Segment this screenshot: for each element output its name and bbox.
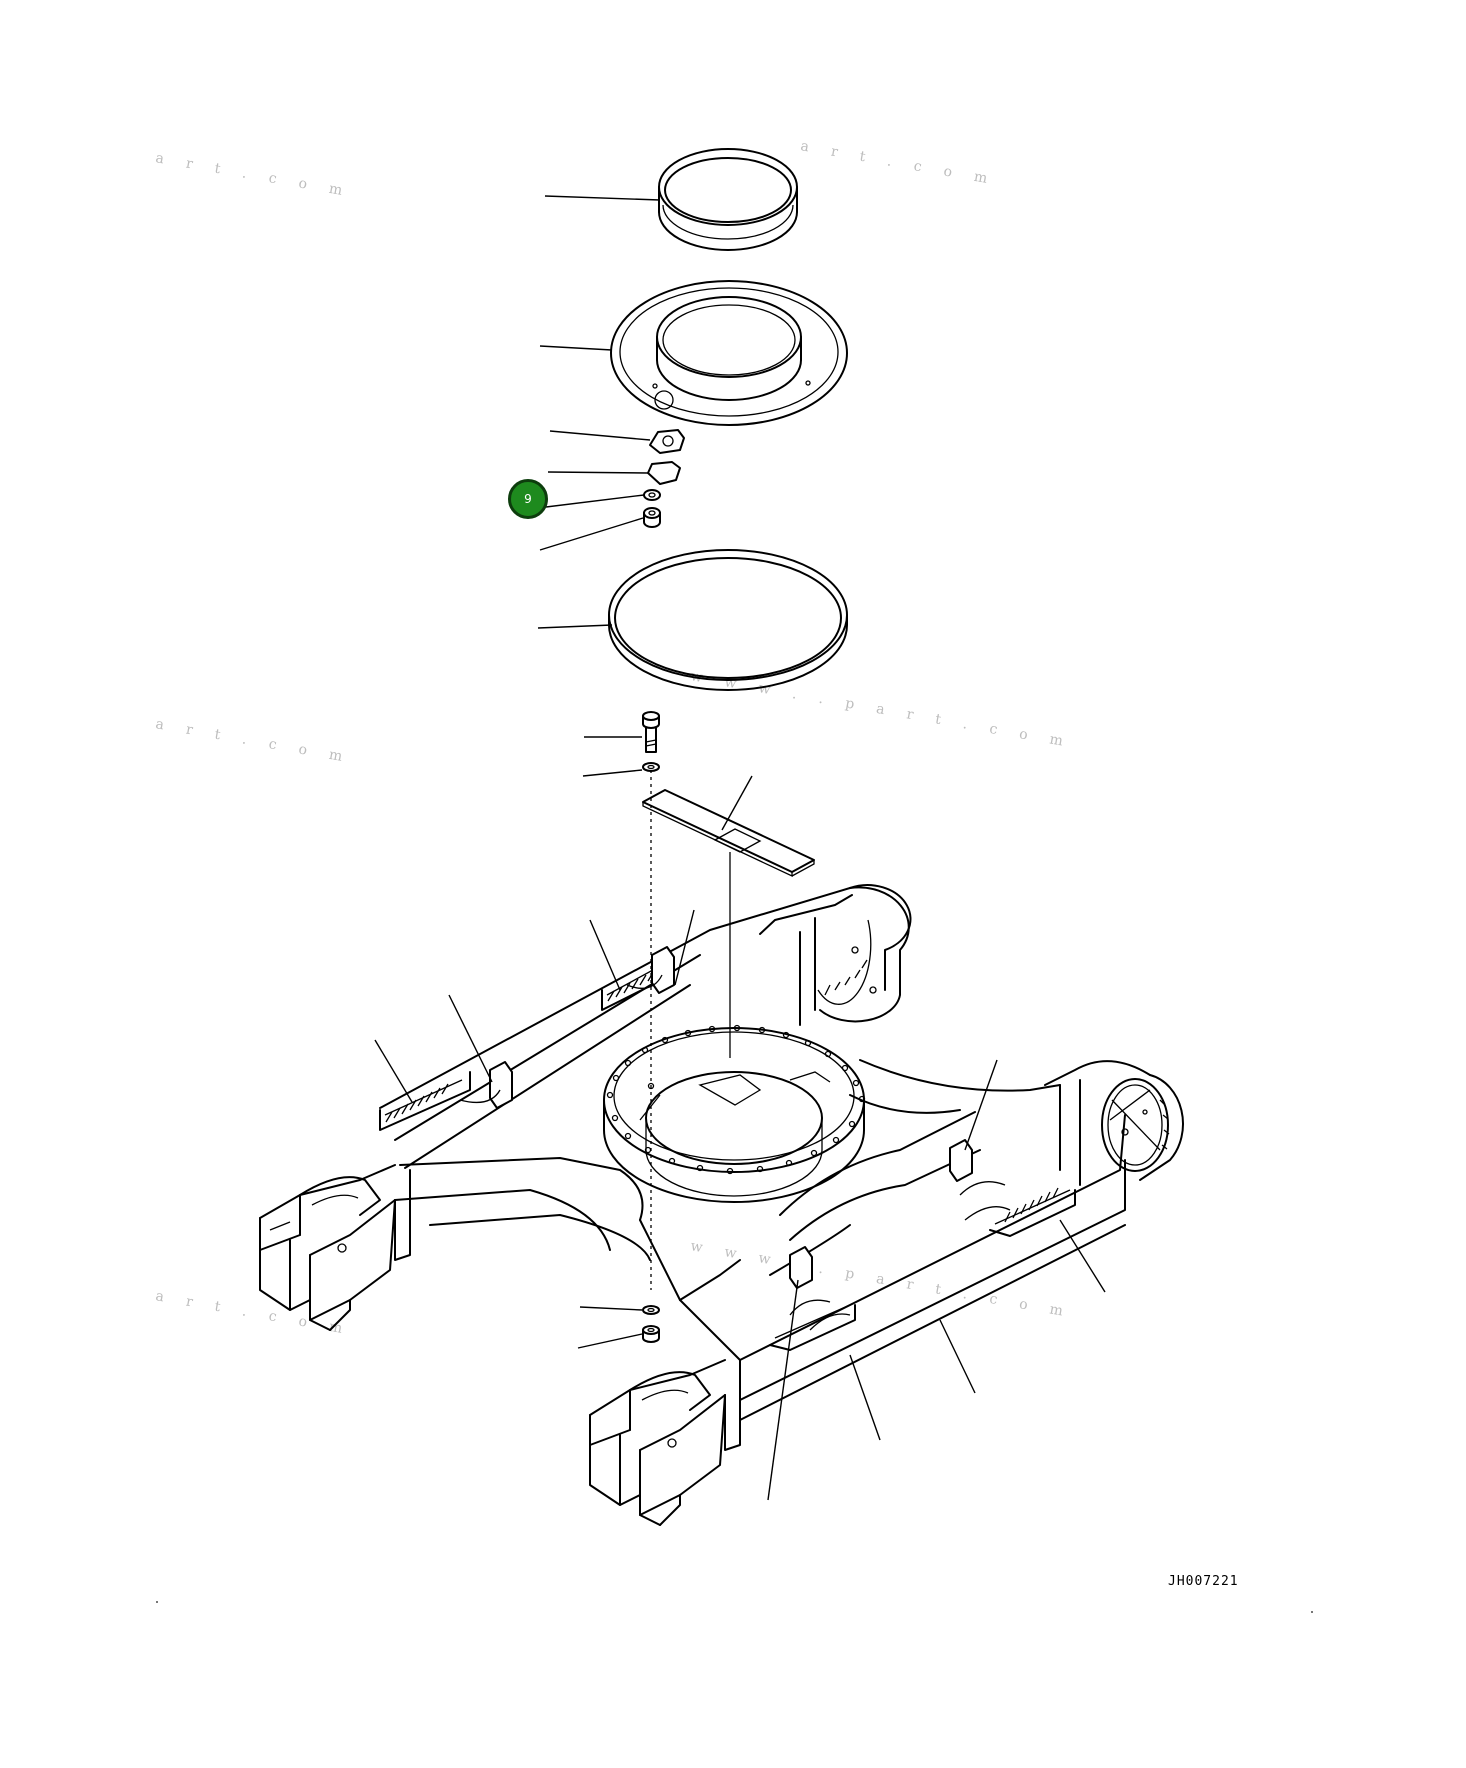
leader-flanged-cover [539, 345, 613, 351]
leader-washer-mid [582, 769, 643, 777]
leader-left-roller-guard [589, 919, 621, 991]
watermark-1: a r t . c o m [154, 150, 352, 200]
leader-large-ring [537, 624, 613, 629]
part-nut-bottom [642, 1325, 660, 1343]
leader-nut-top [539, 517, 644, 551]
leader-left-guard-block-2 [448, 994, 493, 1083]
callout-9[interactable]: 9 [508, 479, 548, 519]
part-washer-bottom [642, 1305, 660, 1315]
corner-mark-right [1311, 1611, 1313, 1613]
leader-washer-top [545, 494, 645, 508]
part-long-plate [642, 789, 815, 878]
leader-lines [374, 195, 1106, 1501]
part-small-plate [647, 461, 681, 485]
part-large-ring [608, 549, 848, 691]
watermark-2: a r t . c o m [799, 138, 997, 188]
leader-right-front-guard [767, 1279, 799, 1501]
part-flanged-cover [610, 280, 848, 426]
leader-long-plate [721, 775, 753, 831]
leader-plate [549, 430, 651, 441]
leader-left-rear-roller [374, 1039, 413, 1103]
leader-washer-bottom [579, 1306, 643, 1311]
leader-right-rail [939, 1319, 976, 1394]
leader-seal-ring [544, 195, 661, 201]
part-bolt [642, 711, 660, 753]
part-plate [649, 429, 685, 454]
track-frame [259, 884, 1184, 1526]
watermark-3: a r t . c o m [154, 716, 352, 766]
leader-right-front-pocket [849, 1354, 881, 1441]
part-washer-top [643, 489, 661, 501]
part-seal-ring [658, 148, 798, 251]
watermark-4: w w w . . p a r t . c o m [689, 668, 1073, 751]
corner-mark-left [156, 1601, 158, 1603]
bolt-holes [606, 1024, 866, 1175]
leader-left-guard-block [674, 909, 695, 986]
part-washer-mid [642, 762, 660, 772]
leader-small-plate [547, 471, 649, 474]
leader-nut-bottom [577, 1333, 643, 1349]
drawing-number: JH007221 [1168, 1574, 1239, 1589]
leader-right-rear-roller [1059, 1219, 1106, 1293]
leader-right-guard-block [964, 1059, 998, 1151]
part-nut-top [643, 507, 661, 528]
